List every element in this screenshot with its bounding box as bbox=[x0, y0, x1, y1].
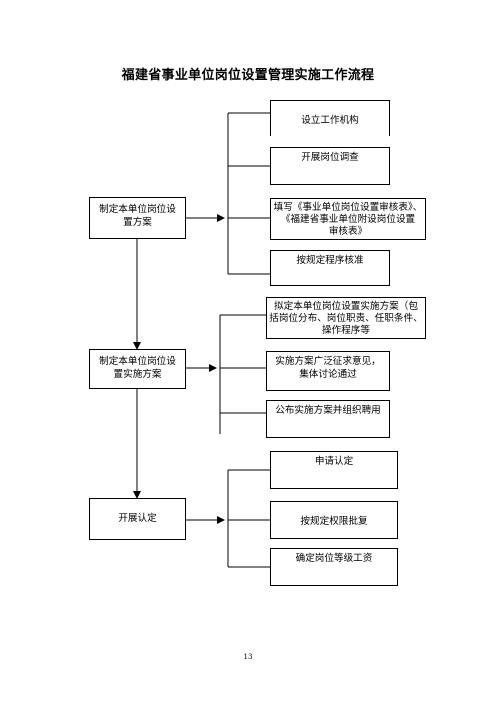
step-text: 操作程序等 bbox=[322, 325, 370, 336]
page-title: 福建省事业单位岗位设置管理实施工作流程 bbox=[121, 68, 375, 83]
step-text: 拟定本单位岗位设置实施方案（包 bbox=[274, 301, 418, 312]
step-text: 审核表》 bbox=[328, 226, 368, 237]
step-box-apply-certification: 申请认定 bbox=[270, 451, 398, 489]
stage-label-line: 制定本单位岗位设 bbox=[99, 356, 176, 367]
step-box-fill-forms: 填写《事业单位岗位设置审核表》、 《福建省事业单位附设岗位设置 审核表》 bbox=[270, 198, 426, 240]
step-box-position-survey: 开展岗位调查 bbox=[270, 147, 390, 185]
stage-box-implementation-plan: 制定本单位岗位设 置实施方案 bbox=[89, 349, 186, 389]
step-text: 申请认定 bbox=[314, 456, 354, 467]
step-text: 设立工作机构 bbox=[301, 115, 359, 126]
step-text: 《福建省事业单位附设岗位设置 bbox=[280, 214, 416, 225]
step-box-approval: 按规定程序核准 bbox=[270, 250, 390, 286]
stage-label-line: 制定本单位岗位设 bbox=[99, 204, 176, 215]
step-box-publish-and-hire: 公布实施方案并组织聘用 bbox=[266, 400, 390, 438]
step-text: 公布实施方案并组织聘用 bbox=[275, 405, 381, 416]
page-number: 13 bbox=[243, 653, 253, 661]
stage-label-line: 开展认定 bbox=[118, 513, 157, 524]
step-box-grade-salary: 确定岗位等级工资 bbox=[270, 548, 398, 586]
stage-label-line: 置实施方案 bbox=[113, 369, 162, 380]
step-box-authority-approval: 按规定权限批复 bbox=[270, 501, 398, 539]
step-text: 按规定权限批复 bbox=[300, 516, 368, 527]
step-text: 括岗位分布、岗位职责、任职条件、 bbox=[269, 313, 423, 324]
step-text: 实施方案广泛征求意见， bbox=[275, 356, 381, 367]
stage-box-plan-positions: 制定本单位岗位设 置方案 bbox=[89, 197, 186, 239]
step-text: 开展岗位调查 bbox=[301, 152, 359, 163]
stage-label-line: 置方案 bbox=[123, 217, 152, 228]
step-box-solicit-opinions: 实施方案广泛征求意见， 集体讨论通过 bbox=[266, 351, 390, 391]
step-box-set-up-agency: 设立工作机构 bbox=[270, 100, 390, 136]
step-text: 填写《事业单位岗位设置审核表》、 bbox=[273, 202, 423, 213]
step-text: 集体讨论通过 bbox=[299, 369, 357, 380]
step-text: 确定岗位等级工资 bbox=[295, 553, 373, 564]
stage-box-certification: 开展认定 bbox=[89, 498, 186, 540]
step-text: 按规定程序核准 bbox=[296, 255, 364, 266]
step-box-draft-plan: 拟定本单位岗位设置实施方案（包 括岗位分布、岗位职责、任职条件、 操作程序等 bbox=[266, 297, 426, 339]
